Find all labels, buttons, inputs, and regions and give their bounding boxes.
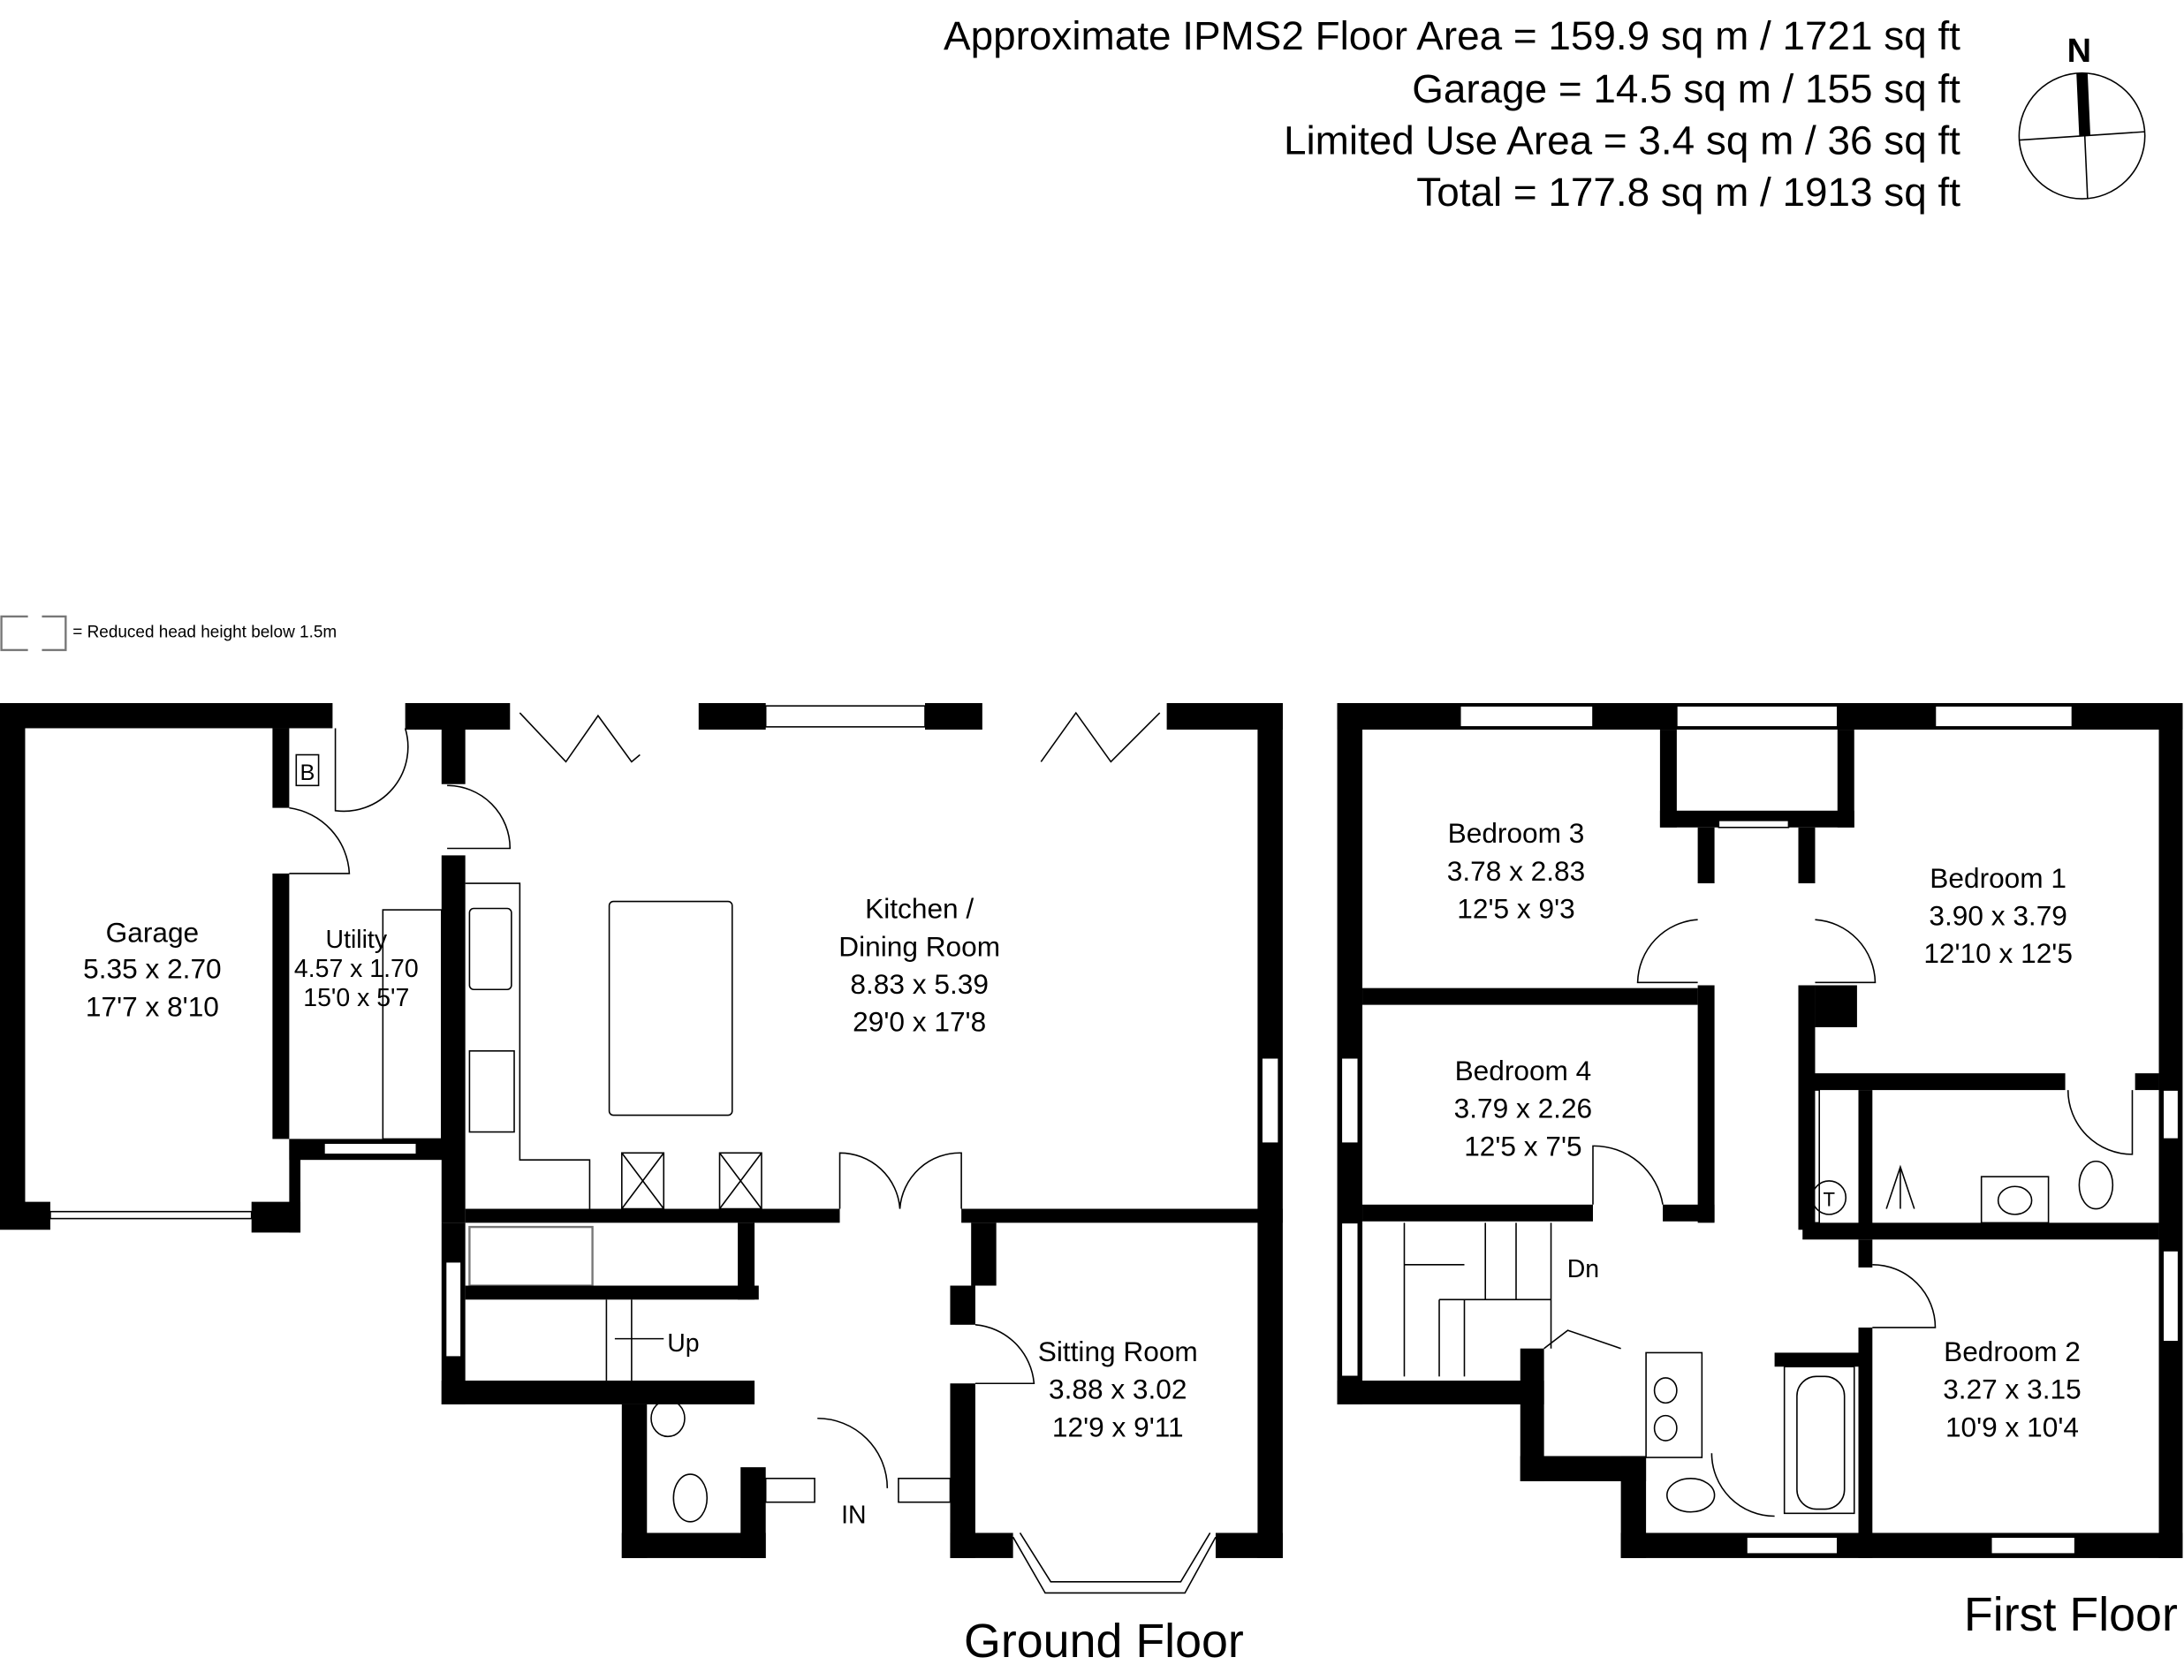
legend-text: = Reduced head height below 1.5m bbox=[72, 624, 337, 642]
room-label-text: 8.83 x 5.39 bbox=[850, 968, 989, 1000]
room-label-text: 3.27 x 3.15 bbox=[1943, 1374, 2082, 1405]
area-summary: Approximate IPMS2 Floor Area = 159.9 sq … bbox=[944, 12, 1960, 215]
room-label-text: Bedroom 1 bbox=[1930, 862, 2066, 894]
room-bedroom-2: Bedroom 2 3.27 x 3.15 10'9 x 10'4 bbox=[1943, 1336, 2082, 1442]
room-sitting-room: Sitting Room 3.88 x 3.02 12'9 x 9'11 bbox=[1038, 1336, 1198, 1442]
room-label-text: 12'5 x 9'3 bbox=[1457, 893, 1574, 925]
ground-floor-plan: B bbox=[0, 703, 1283, 1594]
ground-floor-labels: Garage 5.35 x 2.70 17'7 x 8'10 Utility4.57… bbox=[83, 893, 1244, 1669]
room-label-text: 4.57 x 1.70 bbox=[294, 955, 419, 983]
room-label-text: Bedroom 2 bbox=[1944, 1336, 2081, 1367]
room-label-text: Bedroom 3 bbox=[1448, 817, 1585, 849]
limited-use-area-text: Limited Use Area = 3.4 sq m / 36 sq ft bbox=[1284, 117, 1960, 163]
room-label-text: 5.35 x 2.70 bbox=[83, 953, 222, 985]
garage-area-text: Garage = 14.5 sq m / 155 sq ft bbox=[1412, 65, 1960, 111]
stairs-up-label: Up bbox=[667, 1329, 699, 1358]
room-label-text: 3.79 x 2.26 bbox=[1454, 1093, 1593, 1124]
room-label-text: Utility bbox=[326, 926, 388, 954]
room-label-text: 3.88 x 3.02 bbox=[1049, 1374, 1187, 1405]
room-label-text: 17'7 x 8'10 bbox=[86, 990, 219, 1022]
first-floor-labels: Bedroom 3 3.78 x 2.83 12'5 x 9'3 Bedroom 1… bbox=[1447, 817, 2178, 1641]
compass-north-label: N bbox=[2067, 33, 2091, 70]
legend: = Reduced head height below 1.5m bbox=[0, 615, 337, 652]
room-kitchen-dining: Kitchen / Dining Room 8.83 x 5.39 29'0 x 17… bbox=[838, 893, 1000, 1038]
boiler-label: B bbox=[300, 761, 315, 785]
room-label-text: Kitchen / bbox=[865, 893, 974, 925]
floor-area-text: Approximate IPMS2 Floor Area = 159.9 sq … bbox=[944, 12, 1960, 58]
room-bedroom-1: Bedroom 1 3.90 x 3.79 12'10 x 12'5 bbox=[1923, 862, 2073, 969]
room-label-text: 12'9 x 9'11 bbox=[1052, 1411, 1184, 1442]
first-floor-title: First Floor bbox=[1964, 1588, 2178, 1641]
room-label-text: Dining Room bbox=[838, 930, 1000, 962]
kitchen-island bbox=[608, 900, 733, 1116]
first-floor-plan: T Dn bbox=[1337, 703, 2183, 1558]
room-label-text: 10'9 x 10'4 bbox=[1945, 1411, 2079, 1442]
hob-icon bbox=[468, 1050, 515, 1133]
room-label-text: Bedroom 4 bbox=[1455, 1055, 1592, 1086]
boiler-box bbox=[295, 753, 320, 787]
room-label-text: Garage bbox=[106, 916, 199, 948]
total-area-text: Total = 177.8 sq m / 1913 sq ft bbox=[1416, 169, 1960, 215]
ground-floor-title: Ground Floor bbox=[964, 1615, 1244, 1668]
room-bedroom-3: Bedroom 3 3.78 x 2.83 12'5 x 9'3 bbox=[1447, 817, 1586, 924]
room-label-text: 29'0 x 17'8 bbox=[853, 1006, 986, 1038]
room-bedroom-4: Bedroom 4 3.79 x 2.26 12'5 x 7'5 bbox=[1454, 1055, 1593, 1162]
entrance-label: IN bbox=[841, 1501, 866, 1529]
water-tank-icon bbox=[1811, 1180, 1847, 1215]
room-label-text: 12'5 x 7'5 bbox=[1464, 1130, 1581, 1162]
tank-label: T bbox=[1824, 1188, 1836, 1210]
stairs-down-label: Dn bbox=[1567, 1255, 1599, 1283]
room-label-text: 3.90 x 3.79 bbox=[1929, 899, 2066, 931]
room-label-text: 12'10 x 12'5 bbox=[1923, 937, 2073, 969]
room-label-text: 3.78 x 2.83 bbox=[1447, 855, 1586, 887]
compass-icon: N bbox=[2018, 33, 2146, 200]
room-label-text: Sitting Room bbox=[1038, 1336, 1198, 1367]
room-garage: Garage 5.35 x 2.70 17'7 x 8'10 bbox=[83, 916, 222, 1022]
room-label-text: 15'0 x 5'7 bbox=[303, 984, 409, 1012]
